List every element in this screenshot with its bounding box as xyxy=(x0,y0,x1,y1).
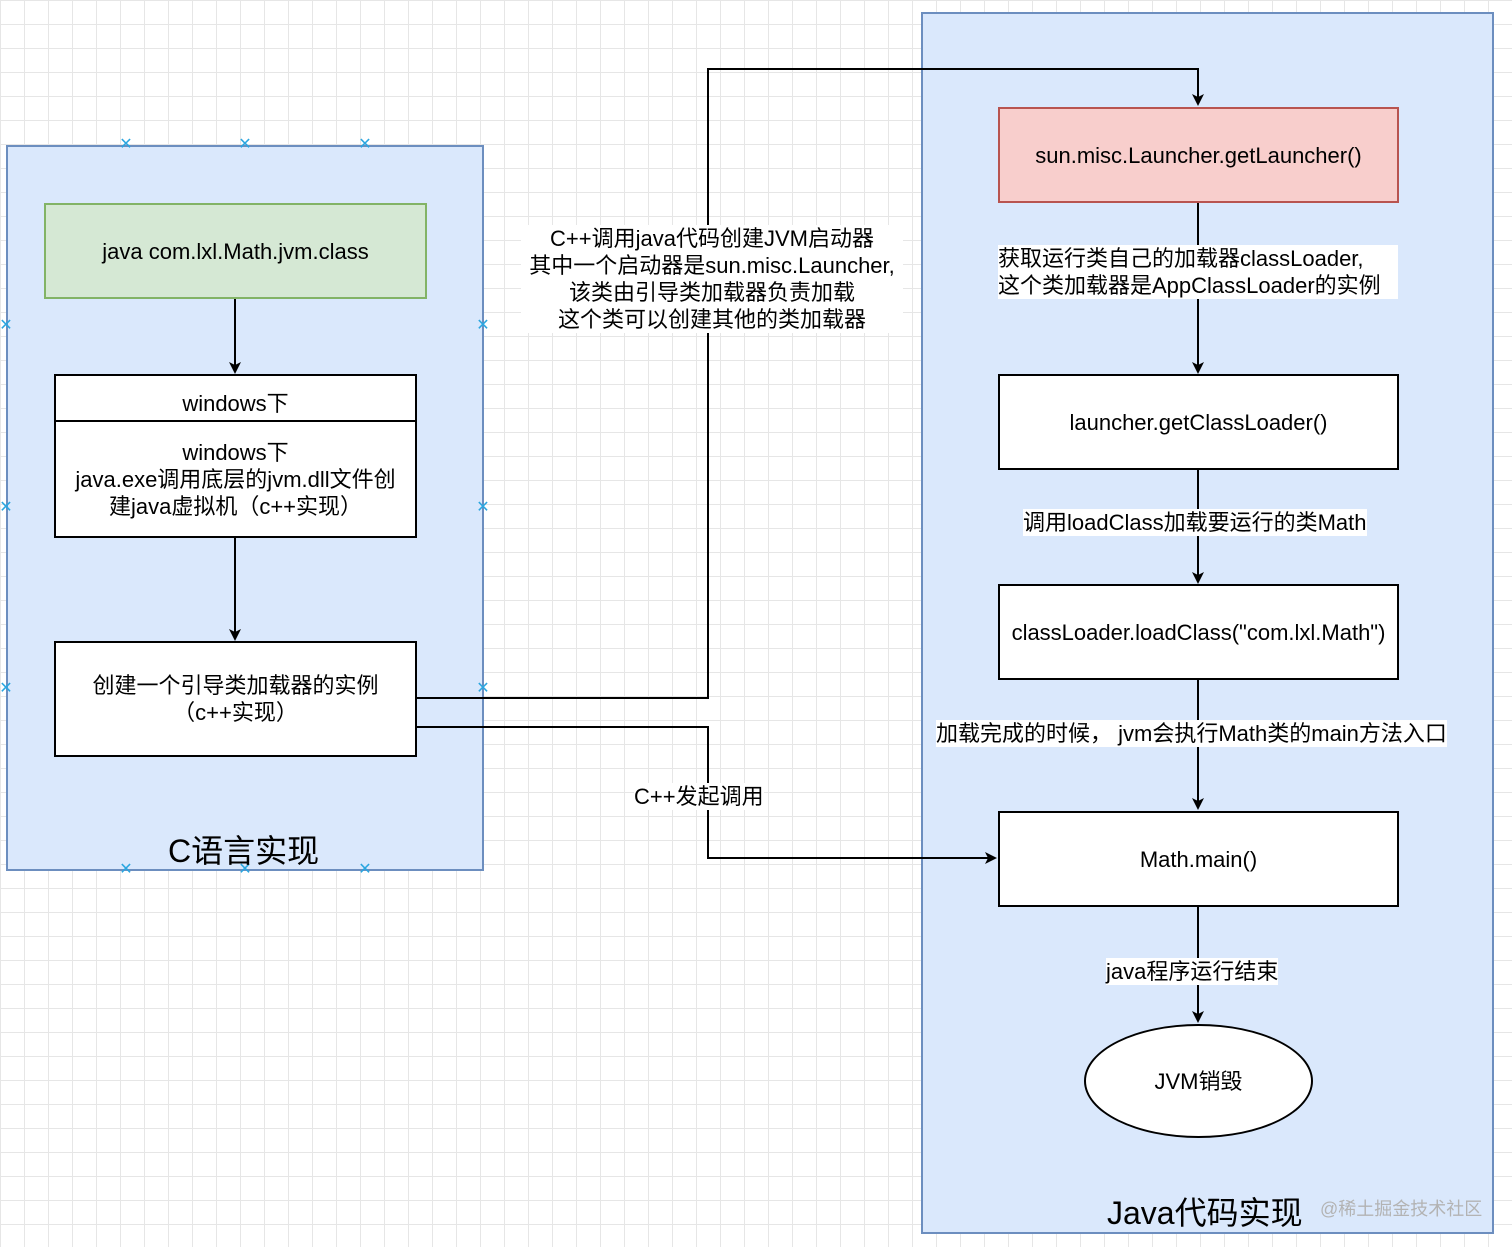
main-label: Math.main() xyxy=(1139,846,1258,872)
loadclass-node[interactable]: classLoader.loadClass("com.lxl.Math") xyxy=(998,584,1399,680)
selection-handle-icon[interactable]: ✕ xyxy=(476,317,490,334)
loadclass-label: classLoader.loadClass("com.lxl.Math") xyxy=(1011,619,1386,645)
jvm-destroy-label: JVM销毁 xyxy=(1154,1068,1243,1094)
edge-label-load-math: 调用loadClass加载要运行的类Math xyxy=(1023,509,1367,536)
selection-handle-icon[interactable]: ✕ xyxy=(0,680,13,697)
edge-label-jvm-launcher: C++调用java代码创建JVM启动器 其中一个启动器是sun.misc.Lau… xyxy=(521,225,903,333)
selection-handle-icon[interactable]: ✕ xyxy=(0,499,13,516)
watermark: @稀土掘金技术社区 xyxy=(1320,1199,1483,1219)
edge-loader-to-launcher xyxy=(417,68,1204,699)
edge-label-java-end: java程序运行结束 xyxy=(1106,958,1279,985)
selection-handle-icon[interactable]: ✕ xyxy=(476,680,490,697)
selection-handle-icon[interactable]: ✕ xyxy=(238,136,252,153)
getclassloader-node[interactable]: launcher.getClassLoader() xyxy=(998,374,1399,470)
bootstrap-loader-label: 创建一个引导类加载器的实例 （c++实现） xyxy=(92,673,379,725)
windows-swimlane[interactable]: windows下 windows下 java.exe调用底层的jvm.dll文件… xyxy=(54,374,417,538)
windows-body: windows下 java.exe调用底层的jvm.dll文件创 建java虚拟… xyxy=(56,422,415,536)
selection-handle-icon[interactable]: ✕ xyxy=(0,317,13,334)
selection-handle-icon[interactable]: ✕ xyxy=(119,136,133,153)
launcher-node[interactable]: sun.misc.Launcher.getLauncher() xyxy=(998,107,1399,203)
start-node[interactable]: java com.lxl.Math.jvm.class xyxy=(44,203,427,299)
main-node[interactable]: Math.main() xyxy=(998,811,1399,907)
edge-label-load-done: 加载完成的时候， jvm会执行Math类的main方法入口 xyxy=(936,720,1447,747)
java-code-title: Java代码实现 xyxy=(1107,1195,1303,1231)
selection-handle-icon[interactable]: ✕ xyxy=(476,499,490,516)
edge-label-get-loader: 获取运行类自己的加载器classLoader, 这个类加载器是AppClassL… xyxy=(998,245,1398,299)
c-language-title: C语言实现 xyxy=(168,833,320,869)
windows-body-label: windows下 java.exe调用底层的jvm.dll文件创 建java虚拟… xyxy=(75,439,396,519)
selection-handle-icon[interactable]: ✕ xyxy=(358,136,372,153)
selection-handle-icon[interactable]: ✕ xyxy=(238,861,252,878)
jvm-destroy-ellipse[interactable]: JVM销毁 xyxy=(1084,1024,1313,1138)
getclassloader-label: launcher.getClassLoader() xyxy=(1069,409,1328,435)
bootstrap-loader-node[interactable]: 创建一个引导类加载器的实例 （c++实现） xyxy=(54,641,417,757)
edge-label-cpp-call: C++发起调用 xyxy=(634,783,764,810)
launcher-label: sun.misc.Launcher.getLauncher() xyxy=(1035,142,1362,168)
selection-handle-icon[interactable]: ✕ xyxy=(358,861,372,878)
selection-handle-icon[interactable]: ✕ xyxy=(119,861,133,878)
windows-header-label: windows下 xyxy=(182,391,289,416)
windows-header: windows下 xyxy=(56,376,415,422)
start-node-label: java com.lxl.Math.jvm.class xyxy=(102,238,369,264)
